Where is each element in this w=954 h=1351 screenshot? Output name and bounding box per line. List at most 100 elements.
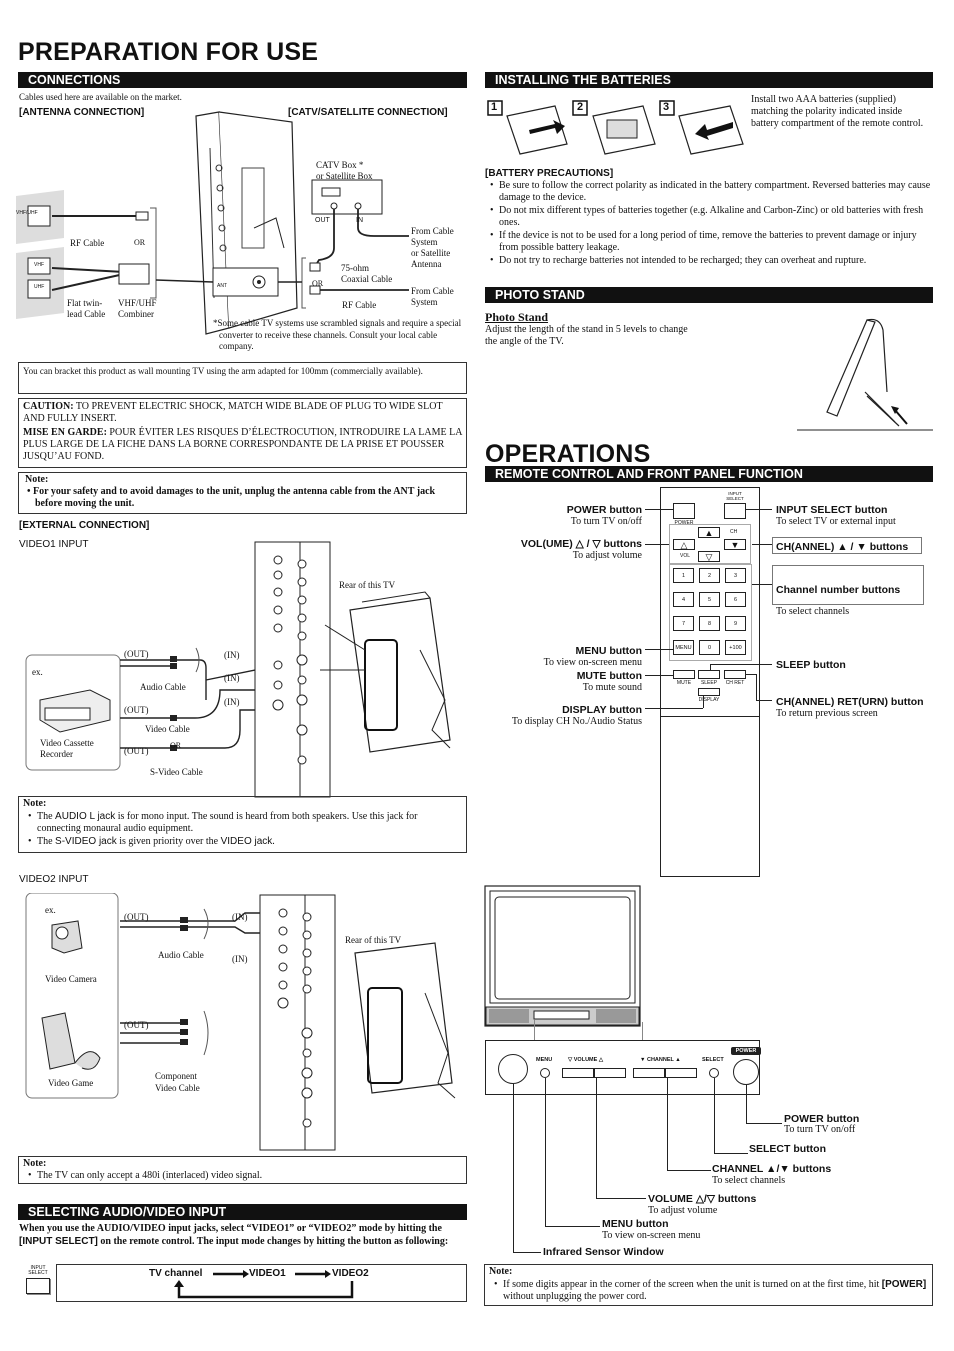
video2-input-label: VIDEO2 INPUT xyxy=(19,874,89,885)
battery-step-2: 2 xyxy=(577,101,584,113)
cable-footnote: *Some cable TV systems use scrambled sig… xyxy=(213,318,462,351)
power-button-desc: To turn TV on/off xyxy=(570,516,642,527)
remote-input-select-button[interactable] xyxy=(724,503,746,519)
front-volume-button-label: VOLUME △/▽ buttons xyxy=(648,1193,757,1205)
ex-label-1: ex. xyxy=(32,667,43,677)
volume-button-desc: To adjust volume xyxy=(572,550,642,561)
or-label-cable: OR xyxy=(170,741,182,750)
from-cable-label: From Cable System xyxy=(411,286,454,307)
flow-tv-channel: TV channel xyxy=(149,1268,203,1279)
remote-key-6[interactable]: 6 xyxy=(725,592,746,607)
remote-input-label: INPUT SELECT xyxy=(726,491,744,501)
coaxial-cable-label: 75-ohm Coaxial Cable xyxy=(341,263,393,284)
note-antenna-box: Note: • For your safety and to avoid dam… xyxy=(18,472,467,514)
front-menu-button-desc: To view on-screen menu xyxy=(602,1230,701,1241)
battery-precautions-label: [BATTERY PRECAUTIONS] xyxy=(485,168,614,179)
video2-connection-diagram xyxy=(25,893,456,1151)
front-volume-down-button[interactable] xyxy=(562,1068,594,1078)
combiner-label: VHF/UHF Combiner xyxy=(118,298,157,319)
volume-button-label: VOL(UME) △ / ▽ buttons xyxy=(520,538,642,550)
infrared-sensor-label: Infrared Sensor Window xyxy=(543,1246,664,1258)
remote-key-8[interactable]: 8 xyxy=(699,616,720,631)
remote-power-button[interactable] xyxy=(673,503,695,519)
in-label-video: (IN) xyxy=(224,673,240,683)
remote-key-4[interactable]: 4 xyxy=(673,592,694,607)
remote-key-2[interactable]: 2 xyxy=(699,568,720,583)
tv-front-illustration xyxy=(484,885,641,1027)
input-select-button-desc: To select TV or external input xyxy=(776,516,896,527)
page-title-preparation: PREPARATION FOR USE xyxy=(18,38,319,66)
out-label: OUT xyxy=(315,217,330,224)
selecting-input-header: SELECTING AUDIO/VIDEO INPUT xyxy=(18,1204,467,1220)
front-menu-label: MENU xyxy=(536,1057,553,1063)
display-button-label: DISPLAY button xyxy=(562,704,642,716)
note-label: Note: xyxy=(25,474,49,485)
flow-video1: VIDEO1 xyxy=(249,1268,286,1279)
mute-button-desc: To mute sound xyxy=(582,682,642,693)
catv-box-label: CATV Box * or Satellite Box xyxy=(316,160,373,181)
note-label: Note: xyxy=(489,1266,513,1277)
selecting-input-text: When you use the AUDIO/VIDEO input jacks… xyxy=(19,1223,449,1247)
note-video1-box: Note: The AUDIO L jack is for mono input… xyxy=(18,796,467,853)
wall-mount-note: You can bracket this product as wall mou… xyxy=(18,362,467,394)
remote-keypad-group xyxy=(669,564,752,661)
antenna-connection-label: [ANTENNA CONNECTION] xyxy=(19,107,145,118)
svideo-cable-label: S-Video Cable xyxy=(150,767,203,777)
remote-ch-ret-button[interactable] xyxy=(724,670,746,679)
remote-key-0[interactable]: 0 xyxy=(699,640,720,655)
front-power-label: POWER xyxy=(731,1047,761,1055)
in-label: IN xyxy=(356,217,363,224)
connections-header: CONNECTIONS xyxy=(18,72,467,88)
front-channel-down-button[interactable] xyxy=(633,1068,665,1078)
catv-connection-label: [CATV/SATELLITE CONNECTION] xyxy=(288,107,448,118)
remote-display-button[interactable] xyxy=(698,688,720,696)
vhf-label: VHF xyxy=(34,262,44,268)
channel-button-label: CH(ANNEL) ▲ / ▼ buttons xyxy=(776,541,909,553)
remote-key-7[interactable]: 7 xyxy=(673,616,694,631)
channel-return-button-desc: To return previous screen xyxy=(776,708,878,719)
remote-vol-down-button[interactable]: ▽ xyxy=(698,551,720,562)
note-power-item: If some digits appear in the corner of t… xyxy=(489,1279,928,1303)
remote-control-body xyxy=(660,487,760,877)
front-channel-button-desc: To select channels xyxy=(712,1175,786,1186)
front-panel xyxy=(485,1040,760,1095)
remote-vol-up-button[interactable]: △ xyxy=(673,539,695,550)
display-button-desc: To display CH No./Audio Status xyxy=(511,716,642,727)
flow-arrows xyxy=(174,1270,354,1299)
remote-key-5[interactable]: 5 xyxy=(699,592,720,607)
remote-ch-down-button[interactable]: ▼ xyxy=(724,539,746,550)
battery-precautions-list: Be sure to follow the correct polarity a… xyxy=(485,180,933,268)
flow-video2: VIDEO2 xyxy=(332,1268,369,1279)
remote-key-1[interactable]: 1 xyxy=(673,568,694,583)
front-menu-button-label: MENU button xyxy=(602,1218,669,1230)
input-select-button-label: INPUT SELECT button xyxy=(776,504,888,516)
remote-mute-button[interactable] xyxy=(673,670,695,679)
remote-key-9[interactable]: 9 xyxy=(725,616,746,631)
remote-mute-label: MUTE xyxy=(676,680,692,686)
remote-key-3[interactable]: 3 xyxy=(725,568,746,583)
input-mode-flow: TV channel VIDEO1 VIDEO2 xyxy=(56,1264,467,1302)
video-camera-label: Video Camera xyxy=(45,974,97,984)
remote-ch-up-button[interactable]: ▲ xyxy=(698,527,720,538)
audio-cable-label-2: Audio Cable xyxy=(158,950,204,960)
front-select-button[interactable] xyxy=(709,1068,719,1078)
remote-key-plus100[interactable]: +100 xyxy=(725,640,746,655)
channel-return-button-label: CH(ANNEL) RET(URN) button xyxy=(776,696,924,708)
front-channel-button-label: CHANNEL ▲/▼ buttons xyxy=(712,1163,832,1175)
front-volume-up-button[interactable] xyxy=(594,1068,626,1078)
front-channel-up-button[interactable] xyxy=(665,1068,697,1078)
photo-stand-subtitle: Photo Stand xyxy=(485,310,549,324)
remote-sleep-label: SLEEP xyxy=(700,680,718,686)
note-480i-item: The TV can only accept a 480i (interlace… xyxy=(23,1170,462,1182)
note-svideo-item: The S-VIDEO jack is given priority over … xyxy=(23,836,462,848)
precaution-item: If the device is not to be used for a lo… xyxy=(485,230,933,254)
battery-install-text: Install two AAA batteries (supplied) mat… xyxy=(751,94,924,129)
front-power-button[interactable] xyxy=(733,1059,759,1085)
from-cable-satellite-label: From Cable System or Satellite Antenna xyxy=(411,226,454,269)
remote-key-menu[interactable]: MENU xyxy=(673,640,694,655)
front-channel-label: ▼ CHANNEL ▲ xyxy=(640,1057,681,1063)
remote-sleep-button[interactable] xyxy=(698,670,720,679)
front-menu-button[interactable] xyxy=(540,1068,550,1078)
remote-ch-ret-label: CH RET xyxy=(725,680,745,686)
out-label-video: (OUT) xyxy=(124,705,149,715)
